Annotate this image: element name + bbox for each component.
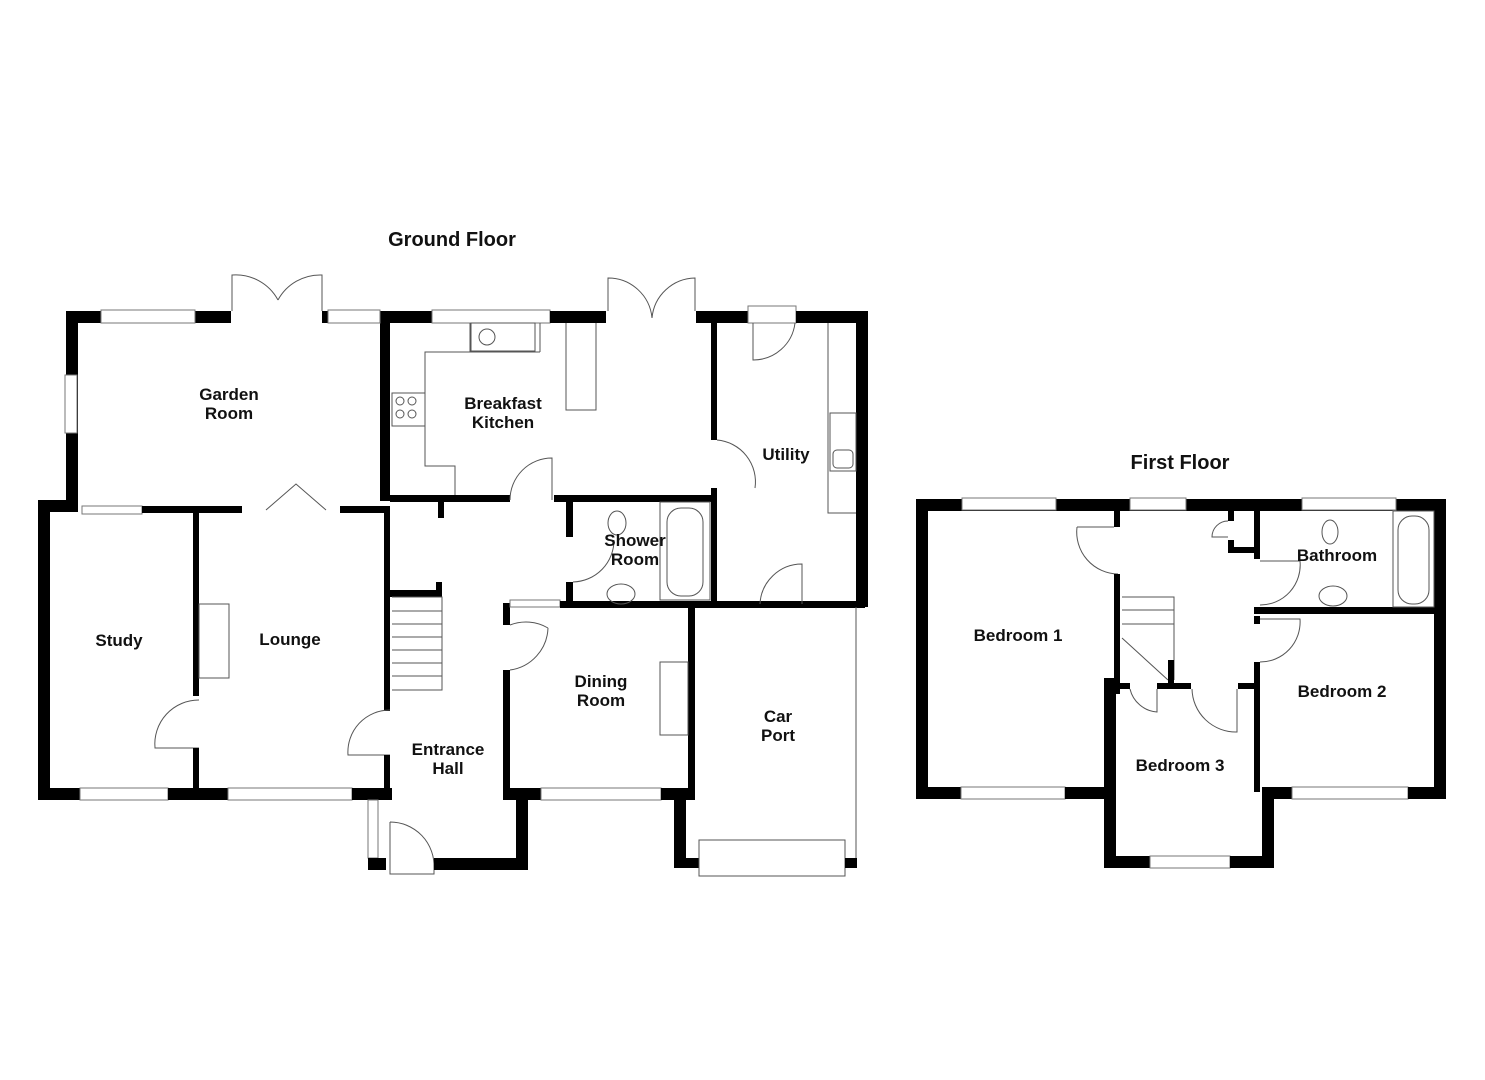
ground-floor-plan [38, 274, 868, 877]
room-label-bedroom-1: Bedroom 1 [973, 626, 1063, 645]
room-label-bathroom: Bathroom [1296, 546, 1378, 565]
room-label-bedroom-3: Bedroom 3 [1135, 756, 1225, 775]
first-floor-title: First Floor [1130, 452, 1230, 474]
room-label-lounge: Lounge [259, 630, 321, 649]
room-label-utility: Utility [762, 445, 810, 464]
first-floor-plan [916, 497, 1446, 869]
room-label-study: Study [95, 631, 143, 650]
ground-floor-title: Ground Floor [388, 229, 516, 251]
room-label-bedroom-2: Bedroom 2 [1297, 682, 1387, 701]
